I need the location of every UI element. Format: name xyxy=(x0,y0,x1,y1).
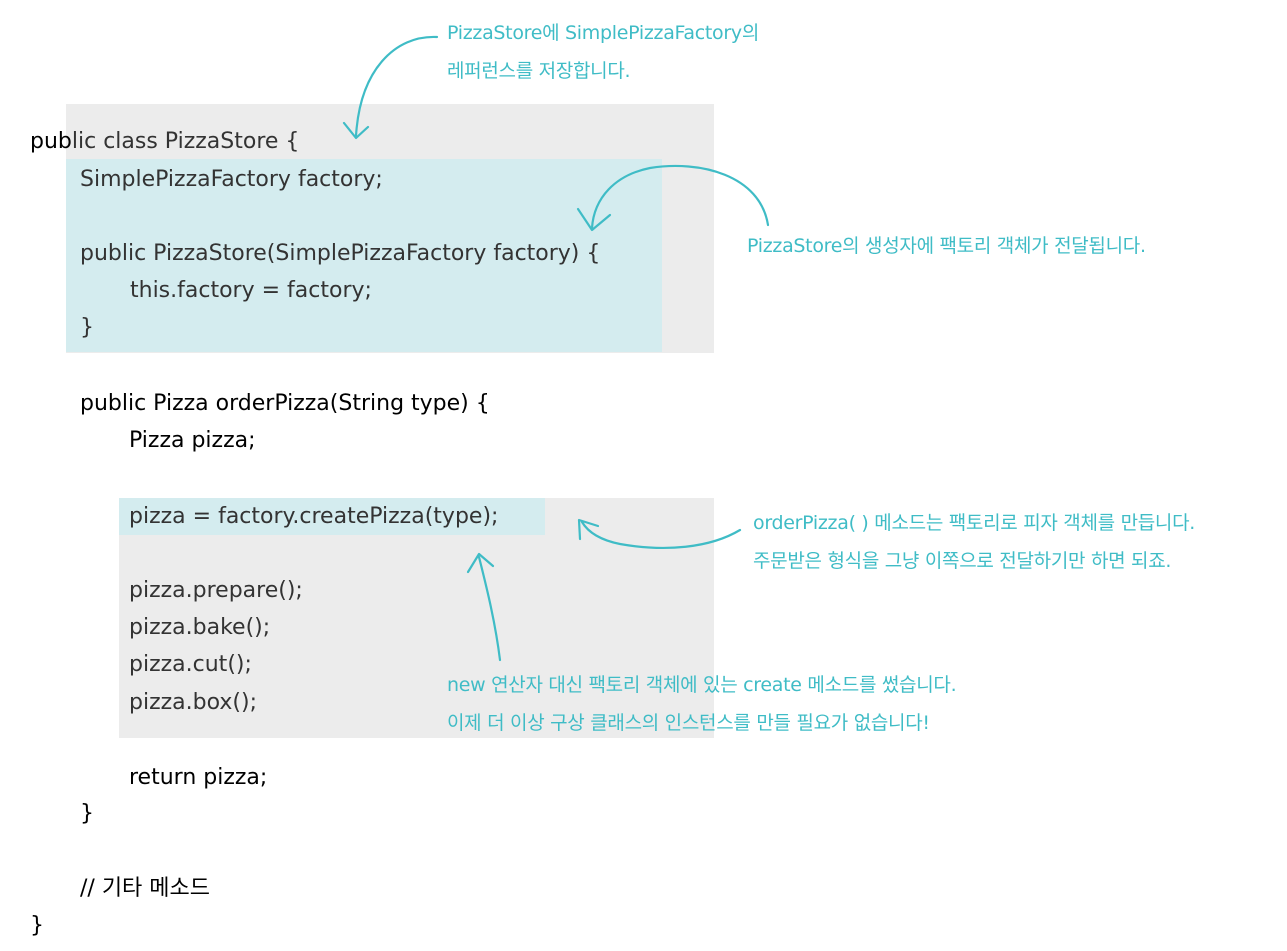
code-line-pizza-declaration: Pizza pizza; xyxy=(129,428,256,453)
code-line-comment: // 기타 메소드 xyxy=(80,876,211,901)
code-line-box: pizza.box(); xyxy=(129,690,257,715)
order-body-highlight-gray xyxy=(119,498,714,738)
annotation-create-method-line1: new 연산자 대신 팩토리 객체에 있는 create 메소드를 썼습니다. xyxy=(447,674,957,696)
class-declaration-rest: lic class PizzaStore { xyxy=(71,129,300,154)
annotation-create-method-line2: 이제 더 이상 구상 클래스의 인스턴스를 만들 필요가 없습니다! xyxy=(447,712,930,734)
annotation-order-pizza-line2: 주문받은 형식을 그냥 이쪽으로 전달하기만 하면 되죠. xyxy=(753,550,1172,572)
code-line-constructor-body: this.factory = factory; xyxy=(130,278,372,303)
code-line-class-declaration: public class PizzaStore { xyxy=(30,129,299,155)
code-line-constructor-close: } xyxy=(80,315,94,340)
annotation-factory-reference-line1: PizzaStore에 SimplePizzaFactory의 xyxy=(447,22,760,44)
code-line-create-call: pizza = factory.createPizza(type); xyxy=(129,504,499,529)
annotation-order-pizza-line1: orderPizza( ) 메소드는 팩토리로 피자 객체를 만듭니다. xyxy=(753,512,1196,534)
arrow-to-create-call xyxy=(577,518,742,550)
annotation-constructor: PizzaStore의 생성자에 팩토리 객체가 전달됩니다. xyxy=(747,235,1146,257)
annotation-factory-reference-line2: 레퍼런스를 저장합니다. xyxy=(447,60,631,82)
class-declaration-prefix: pub xyxy=(30,129,72,154)
arrow-to-field xyxy=(342,35,439,140)
code-line-class-close: } xyxy=(30,913,44,938)
arrow-from-create-note xyxy=(466,552,502,662)
code-line-constructor-signature: public PizzaStore(SimplePizzaFactory fac… xyxy=(80,241,601,266)
code-line-prepare: pizza.prepare(); xyxy=(129,578,303,603)
field-highlight-teal xyxy=(66,159,662,352)
code-line-return: return pizza; xyxy=(129,765,268,790)
code-line-cut: pizza.cut(); xyxy=(129,652,252,677)
code-line-field: SimplePizzaFactory factory; xyxy=(80,167,383,192)
create-call-highlight-teal xyxy=(119,498,545,535)
code-line-order-signature: public Pizza orderPizza(String type) { xyxy=(80,391,490,416)
code-line-bake: pizza.bake(); xyxy=(129,615,271,640)
arrow-to-constructor xyxy=(576,164,770,232)
code-line-order-close: } xyxy=(80,801,94,826)
